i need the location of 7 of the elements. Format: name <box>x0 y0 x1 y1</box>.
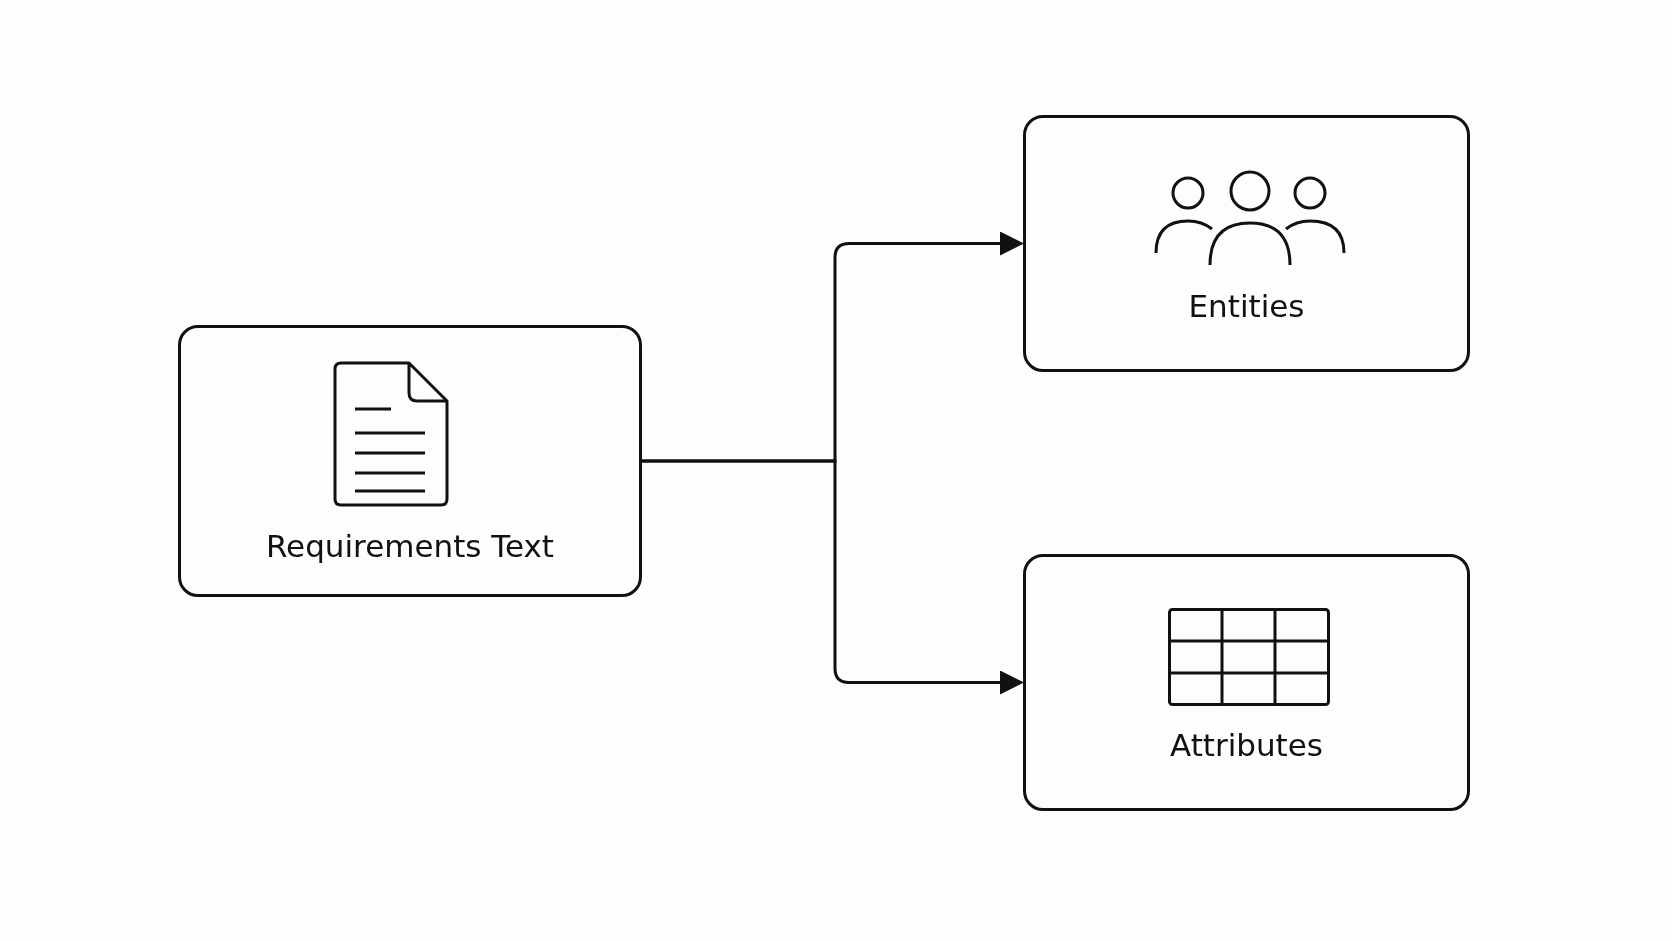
process-box <box>178 325 642 597</box>
process-box <box>1023 554 1470 811</box>
node-label: Attributes <box>1168 727 1324 763</box>
arrow <box>642 459 1024 695</box>
node-label: Requirements Text <box>264 528 556 564</box>
node-label: Entities <box>1187 288 1306 324</box>
process-box <box>1023 115 1470 372</box>
